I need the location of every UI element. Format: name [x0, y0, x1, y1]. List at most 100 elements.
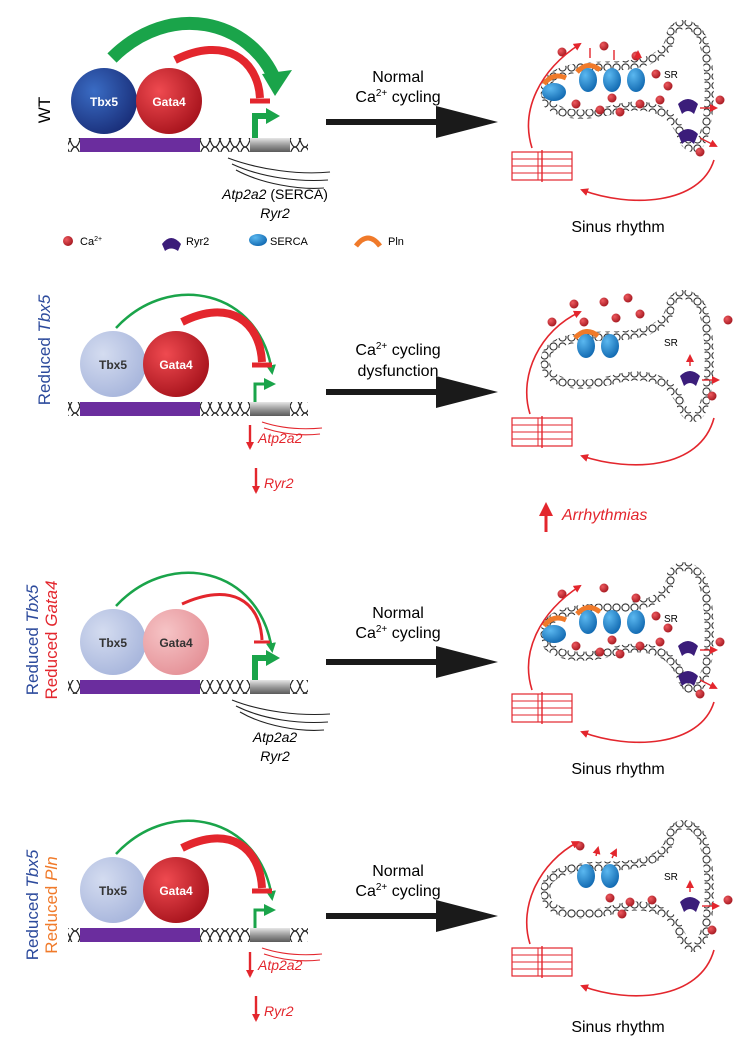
myofilament: [511, 946, 573, 978]
serca-pump: [603, 610, 621, 634]
serca-pump: [627, 68, 645, 92]
gata4-repression-arrow: [173, 46, 264, 99]
gene-label-atp2a2: Atp2a2: [257, 430, 303, 446]
tbx5-protein: [71, 68, 137, 134]
tbx5-protein: [80, 609, 146, 675]
tbx5-activation-arrow: [115, 571, 276, 653]
panel-reduced-tbx5: Reduced Tbx5 Tbx5 Gata4 Atp2a2 Ryr2 Ca2+…: [35, 290, 733, 532]
panel-wt: WT Tbx5 Gata4 Atp2a2 (SERCA) Ryr2 Normal…: [35, 16, 725, 236]
binding-site-bar: [80, 680, 200, 694]
tbx5-activation-arrow: [115, 293, 276, 375]
arrow-label-line2: Ca2+ cycling: [355, 88, 440, 106]
sr-label: SR: [664, 70, 678, 81]
gene-body: [250, 138, 290, 152]
sarcoplasmic-reticulum: [540, 562, 714, 694]
transcript-lines: [231, 699, 331, 731]
pln: [542, 73, 568, 86]
serca-pump: [603, 68, 621, 92]
ryr2-channel: [678, 129, 698, 144]
myofilament: [511, 150, 573, 182]
panel-reduced-tbx5-pln: Reduced Tbx5 Reduced Pln Tbx5 Gata4 Atp2…: [23, 819, 733, 1036]
outcome-label: Sinus rhythm: [571, 761, 664, 778]
serca-pump: [542, 625, 566, 643]
tbx5-label: Tbx5: [99, 884, 127, 898]
promoter-region: [68, 650, 308, 694]
ryr2-channel: [680, 897, 700, 912]
cycle-arrow: [580, 701, 715, 744]
genotype-label-line2: Reduced Gata4: [42, 580, 61, 699]
cycle-arrow: [580, 159, 715, 202]
tbx5-activation-arrow: [115, 819, 276, 901]
legend-ryr2: Ryr2: [186, 236, 209, 248]
tbx5-activation-arrow: [107, 16, 281, 83]
genotype-label: WT: [35, 97, 54, 123]
serca-legend-icon: [249, 234, 267, 246]
sr-label: SR: [664, 872, 678, 883]
cycle-arrow: [580, 417, 715, 466]
panel-reduced-tbx5-gata4: Reduced Tbx5 Reduced Gata4 Tbx5 Gata4 At…: [23, 562, 725, 778]
ryr2-channel: [678, 641, 698, 656]
tss-arrow: [252, 655, 268, 680]
pln: [573, 329, 600, 340]
legend: Ca2+ Ryr2 SERCA Pln: [63, 234, 404, 251]
gata4-protein: [143, 857, 209, 923]
gene-body: [250, 402, 290, 416]
gata4-repression-arrow: [181, 593, 264, 641]
pln: [575, 605, 602, 616]
legend-serca: SERCA: [270, 236, 309, 248]
tss-arrow: [253, 908, 266, 928]
gata4-repression-arrow: [180, 308, 266, 363]
calcium-legend-icon: [63, 236, 73, 246]
cycle-arrow: [527, 584, 582, 691]
pln: [575, 63, 602, 74]
tss-arrow: [252, 113, 268, 138]
arrow-label-line2: Ca2+ cycling: [355, 882, 440, 900]
binding-site-bar: [80, 928, 200, 942]
tbx5-protein: [80, 857, 146, 923]
serca-pump: [577, 334, 595, 358]
gata4-label: Gata4: [159, 636, 193, 650]
gene-label-ryr2: Ryr2: [264, 475, 294, 491]
arrow-label-line1: Ca2+ cycling: [355, 341, 440, 359]
myofilament: [511, 692, 573, 724]
gene-label-ryr2: Ryr2: [264, 1003, 294, 1019]
gene-body: [250, 680, 290, 694]
serca-pump: [601, 334, 619, 358]
sarcoplasmic-reticulum: [540, 290, 714, 422]
gene-label-ryr2: Ryr2: [260, 205, 290, 221]
gene-label-atp2a2: Atp2a2: [257, 957, 303, 973]
arrow-label-line2: Ca2+ cycling: [355, 624, 440, 642]
sarcoplasmic-reticulum: [540, 20, 714, 152]
tbx5-protein: [80, 331, 146, 397]
pln-legend-icon: [354, 235, 382, 248]
genotype-label-line1: Reduced Tbx5: [23, 584, 42, 695]
cell-diagram-wt: SR: [511, 20, 725, 202]
tbx5-label: Tbx5: [90, 95, 118, 109]
serca-pump: [579, 68, 597, 92]
myofilament: [511, 416, 573, 448]
gata4-protein: [136, 68, 202, 134]
serca-pump: [577, 864, 595, 888]
gene-label-atp2a2: Atp2a2: [252, 729, 298, 745]
serca-pump: [542, 83, 566, 101]
legend-ca: Ca2+: [80, 236, 102, 248]
gata4-label: Gata4: [159, 884, 193, 898]
cell-diagram-reduced-tbx5: SR: [511, 290, 733, 466]
tss-arrow: [253, 382, 266, 402]
pln: [542, 615, 568, 628]
gata4-repression-arrow: [180, 834, 266, 889]
gene-body: [250, 928, 290, 942]
gata4-label: Gata4: [159, 358, 193, 372]
outcome-label: Sinus rhythm: [571, 1019, 664, 1036]
outcome-label: Sinus rhythm: [571, 219, 664, 236]
gata4-label: Gata4: [152, 95, 186, 109]
serca-pump: [601, 864, 619, 888]
promoter-region: [68, 378, 308, 416]
promoter-region: [68, 108, 308, 152]
transcript-lines: [227, 157, 331, 189]
cycle-arrow: [525, 310, 582, 415]
gene-label-atp2a2: Atp2a2 (SERCA): [221, 186, 328, 202]
serca-pump: [579, 610, 597, 634]
serca-pump: [627, 610, 645, 634]
tbx5-label: Tbx5: [99, 636, 127, 650]
